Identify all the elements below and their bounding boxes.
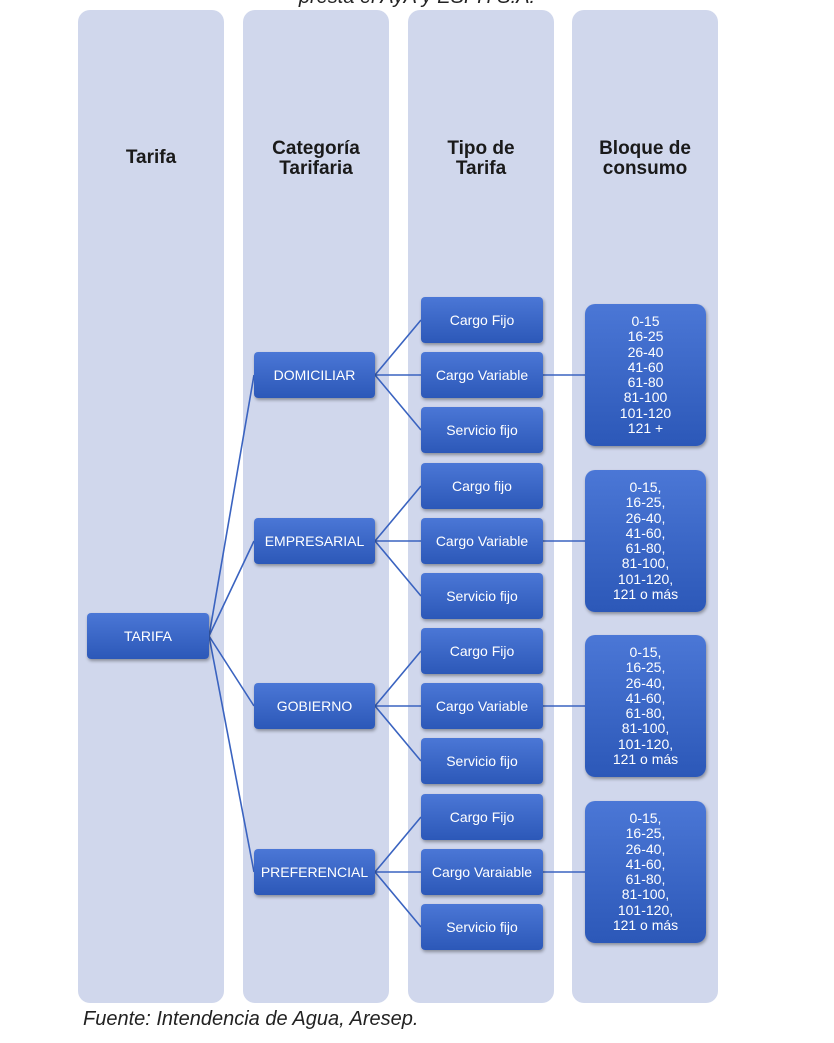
connector-empresarial-to-type-2: [374, 540, 422, 597]
header-tarifa: Tarifa: [78, 148, 224, 168]
consumption-range: 101-120,: [617, 901, 674, 918]
connector-domiciliar-to-type-0: [374, 319, 422, 376]
connector-gobierno-to-type-0: [374, 650, 422, 707]
column-tarifa: [78, 10, 224, 1003]
connector-preferencial-to-type-2: [374, 871, 422, 928]
consumption-range: 0-15: [631, 313, 660, 329]
consumption-range: 101-120,: [617, 735, 674, 752]
consumption-range: 61-80,: [625, 540, 666, 557]
type-node-domiciliar-cargo-variable: Cargo Variable: [421, 352, 543, 398]
type-node-preferencial-cargo-fijo: Cargo Fijo: [421, 794, 543, 840]
type-node-gobierno-servicio-fijo: Servicio fijo: [421, 738, 543, 784]
category-node-gobierno: GOBIERNO: [254, 683, 375, 729]
consumption-range: 81-100,: [621, 720, 670, 737]
connector-root-to-preferencial: [208, 635, 255, 873]
consumption-range: 61-80,: [625, 705, 666, 722]
type-node-empresarial-cargo-variable: Cargo Variable: [421, 518, 543, 564]
connector-root-to-gobierno: [208, 635, 255, 707]
category-node-empresarial: EMPRESARIAL: [254, 518, 375, 564]
column-categoria-tarifaria: [243, 10, 389, 1003]
connector-root-to-domiciliar: [208, 374, 255, 637]
consumption-range: 26-40,: [625, 674, 666, 691]
header-categoria-line-2: Tarifaria: [279, 158, 353, 179]
consumption-range: 81-100: [623, 389, 668, 406]
type-node-preferencial-cargo-varaiable: Cargo Varaiable: [421, 849, 543, 895]
consumption-range: 61-80,: [625, 871, 666, 888]
connector-empresarial-to-type-0: [374, 485, 422, 542]
type-node-empresarial-cargo-fijo: Cargo fijo: [421, 463, 543, 509]
connector-root-to-empresarial: [208, 540, 255, 637]
consumption-block-empresarial: 0-15,16-25,26-40,41-60,61-80,81-100,101-…: [585, 470, 706, 612]
consumption-range: 0-15,: [629, 810, 662, 826]
type-node-domiciliar-cargo-fijo: Cargo Fijo: [421, 297, 543, 343]
consumption-block-preferencial: 0-15,16-25,26-40,41-60,61-80,81-100,101-…: [585, 801, 706, 943]
connector-gobierno-to-type-2: [374, 705, 422, 762]
consumption-range: 121 +: [627, 420, 664, 437]
consumption-range: 26-40,: [625, 840, 666, 857]
consumption-range: 41-60,: [625, 524, 666, 541]
type-node-preferencial-servicio-fijo: Servicio fijo: [421, 904, 543, 950]
consumption-range: 81-100,: [621, 555, 670, 572]
top-caption: presta el AyA y ESPH S.A.: [0, 0, 834, 9]
header-tipo-de-tarifa: Tipo de Tarifa: [408, 139, 554, 179]
header-bloque-line-1: Bloque de: [599, 138, 691, 159]
consumption-range: 61-80: [627, 374, 664, 391]
header-categoria-tarifaria: Categoría Tarifaria: [243, 139, 389, 179]
consumption-range: 0-15,: [629, 479, 662, 495]
consumption-range: 121 o más: [612, 751, 679, 768]
type-node-empresarial-servicio-fijo: Servicio fijo: [421, 573, 543, 619]
root-node-tarifa: TARIFA: [87, 613, 209, 659]
consumption-block-gobierno: 0-15,16-25,26-40,41-60,61-80,81-100,101-…: [585, 635, 706, 777]
consumption-range: 81-100,: [621, 886, 670, 903]
header-tipo-line-1: Tipo de: [447, 138, 515, 159]
consumption-range: 16-25: [627, 328, 664, 345]
connector-preferencial-to-type-0: [374, 816, 422, 873]
header-tipo-line-2: Tarifa: [455, 158, 507, 179]
consumption-range: 16-25,: [625, 494, 666, 511]
type-node-domiciliar-servicio-fijo: Servicio fijo: [421, 407, 543, 453]
connector-domiciliar-to-type-2: [374, 374, 422, 431]
consumption-range: 41-60: [627, 358, 664, 375]
consumption-range: 26-40: [627, 343, 664, 360]
type-node-gobierno-cargo-fijo: Cargo Fijo: [421, 628, 543, 674]
category-node-domiciliar: DOMICILIAR: [254, 352, 375, 398]
header-bloque-line-2: consumo: [602, 158, 688, 179]
category-node-preferencial: PREFERENCIAL: [254, 849, 375, 895]
consumption-range: 16-25,: [625, 659, 666, 676]
consumption-range: 121 o más: [612, 586, 679, 603]
consumption-range: 101-120: [619, 404, 672, 421]
consumption-range: 16-25,: [625, 825, 666, 842]
consumption-range: 41-60,: [625, 689, 666, 706]
consumption-range: 101-120,: [617, 570, 674, 587]
source-footer: Fuente: Intendencia de Agua, Aresep.: [83, 1008, 419, 1030]
consumption-range: 0-15,: [629, 644, 662, 660]
consumption-range: 26-40,: [625, 509, 666, 526]
header-categoria-line-1: Categoría: [272, 138, 360, 159]
consumption-range: 121 o más: [612, 917, 679, 934]
consumption-range: 41-60,: [625, 855, 666, 872]
header-tarifa-line: Tarifa: [125, 147, 177, 168]
header-bloque-de-consumo: Bloque de consumo: [572, 139, 718, 179]
type-node-gobierno-cargo-variable: Cargo Variable: [421, 683, 543, 729]
